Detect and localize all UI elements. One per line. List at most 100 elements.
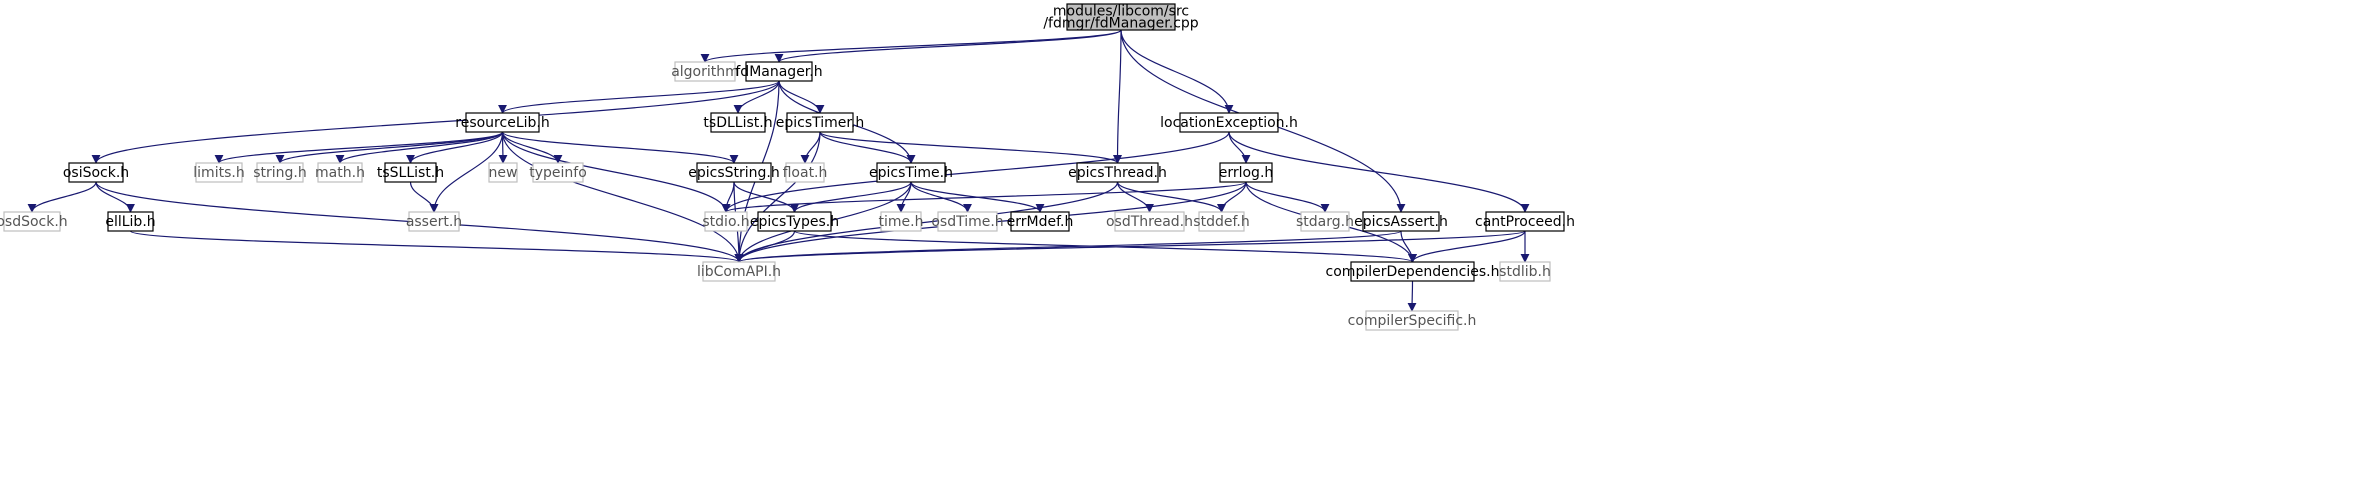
node-compilerSpecific-label: compilerSpecific.h [1348, 313, 1477, 329]
edge-epicsTimer-to-epicsThread [819, 131, 1122, 164]
node-errlog-label: errlog.h [1219, 165, 1274, 181]
node-stdio-label: stdio.h [702, 214, 749, 230]
node-compilerDependencies-box [1350, 261, 1475, 282]
node-compilerSpecific-box [1365, 310, 1459, 331]
edge-fdManager-to-epicsTimer [778, 80, 825, 114]
edge-epicsTimer-to-epicsTime [819, 131, 916, 164]
node-epicsString-label: epicsString.h [688, 165, 780, 181]
node-tsDLList[interactable]: tsDLList.h [703, 112, 773, 133]
edge-osiSock-to-osdSock [27, 181, 97, 213]
edge-compilerDependencies-to-compilerSpecific [1407, 280, 1417, 312]
node-compilerDependencies[interactable]: compilerDependencies.h [1326, 261, 1500, 282]
edge-root-to-algorithm [700, 29, 1122, 63]
edge-resourceLib-to-math [335, 131, 504, 164]
node-tsSLList-box [384, 162, 437, 183]
node-stddef-label: stddef.h [1193, 214, 1249, 230]
node-stdarg: stdarg.h [1296, 211, 1354, 232]
node-stddef: stddef.h [1193, 211, 1250, 232]
node-epicsThread[interactable]: epicsThread.h [1068, 162, 1167, 183]
node-locationException-label: locationException.h [1160, 115, 1298, 131]
node-root[interactable]: modules/libcom/src/fdmgr/fdManager.cpp [1043, 3, 1199, 32]
node-epicsString[interactable]: epicsString.h [688, 162, 780, 183]
node-epicsTimer-box [786, 112, 854, 133]
node-errlog-box [1219, 162, 1273, 183]
edge-fdManager-to-tsDLList [733, 80, 780, 114]
node-libComAPI: libComAPI.h [697, 261, 781, 282]
node-osdThread: osdThread.h [1106, 211, 1193, 232]
node-osdTime-box [937, 211, 998, 232]
node-string-box [256, 162, 304, 183]
node-osdThread-label: osdThread.h [1106, 214, 1193, 230]
edge-osiSock-to-ellLib [95, 181, 135, 213]
edge-ellLib-to-libComAPI [129, 230, 744, 263]
edge-resourceLib-to-assert [429, 131, 504, 213]
node-algorithm-box [674, 61, 736, 82]
edge-epicsString-to-epicsTypes [733, 181, 799, 213]
node-ellLib[interactable]: ellLib.h [105, 211, 156, 232]
node-epicsAssert[interactable]: epicsAssert.h [1354, 211, 1448, 232]
edge-epicsTime-to-osdTime [910, 181, 972, 213]
node-fdManager-label: fdManager.h [735, 64, 822, 80]
node-epicsAssert-label: epicsAssert.h [1354, 214, 1448, 230]
node-epicsTime[interactable]: epicsTime.h [869, 162, 953, 183]
node-osdTime-label: osdTime.h [931, 214, 1003, 230]
node-locationException-box [1179, 112, 1279, 133]
node-cantProceed-box [1485, 211, 1565, 232]
node-math: math.h [315, 162, 365, 183]
node-tsSLList-label: tsSLList.h [377, 165, 444, 181]
edge-resourceLib-to-limits [214, 131, 504, 164]
node-errlog[interactable]: errlog.h [1219, 162, 1274, 183]
edge-epicsAssert-to-libComAPI [734, 230, 1402, 263]
node-fdManager[interactable]: fdManager.h [735, 61, 823, 82]
node-locationException[interactable]: locationException.h [1160, 112, 1298, 133]
node-errMdef-box [1010, 211, 1070, 232]
node-resourceLib-label: resourceLib.h [455, 115, 549, 131]
edge-root-to-locationException [1120, 29, 1234, 114]
node-epicsThread-box [1076, 162, 1159, 183]
node-epicsTypes[interactable]: epicsTypes.h [750, 211, 839, 232]
edge-locationException-to-stdio [721, 131, 1230, 213]
node-time: time.h [879, 211, 923, 232]
dependency-edges [27, 29, 1530, 312]
node-tsSLList[interactable]: tsSLList.h [377, 162, 444, 183]
node-epicsTimer[interactable]: epicsTimer.h [776, 112, 864, 133]
node-typeinfo-box [532, 162, 584, 183]
node-resourceLib-box [465, 112, 540, 133]
edge-fdManager-to-resourceLib [498, 80, 780, 114]
node-assert-label: assert.h [406, 214, 462, 230]
edge-epicsTime-to-epicsTypes [790, 181, 912, 213]
node-tsDLList-box [710, 112, 766, 133]
node-osdTime: osdTime.h [931, 211, 1004, 232]
node-new: new [488, 162, 518, 183]
node-epicsString-box [696, 162, 772, 183]
edge-errlog-to-stdarg [1245, 181, 1330, 213]
edge-root-to-epicsThread [1113, 29, 1123, 164]
node-osdSock-label: osdSock.h [0, 214, 68, 230]
node-assert: assert.h [406, 211, 462, 232]
node-epicsTypes-label: epicsTypes.h [750, 214, 839, 230]
node-osiSock-label: osiSock.h [63, 165, 129, 181]
node-stdlib-box [1499, 261, 1551, 282]
node-stdio: stdio.h [702, 211, 750, 232]
node-stdio-box [704, 211, 748, 232]
node-errMdef[interactable]: errMdef.h [1007, 211, 1074, 232]
edge-fdManager-to-osiSock [91, 80, 780, 164]
edge-resourceLib-to-epicsString [501, 131, 739, 164]
node-fdManager-box [745, 61, 813, 82]
node-new-label: new [489, 165, 518, 181]
node-osiSock-box [68, 162, 124, 183]
node-osdThread-box [1114, 211, 1185, 232]
node-osiSock[interactable]: osiSock.h [63, 162, 129, 183]
node-resourceLib[interactable]: resourceLib.h [455, 112, 550, 133]
node-algorithm-label: algorithm [671, 64, 739, 80]
node-assert-box [408, 211, 460, 232]
node-libComAPI-label: libComAPI.h [697, 264, 781, 280]
edge-resourceLib-to-string [275, 131, 504, 164]
node-ellLib-box [107, 211, 154, 232]
node-osdSock: osdSock.h [0, 211, 68, 232]
node-typeinfo-label: typeinfo [529, 165, 587, 181]
edge-epicsTypes-to-compilerDependencies [793, 230, 1417, 263]
node-limits: limits.h [193, 162, 245, 183]
node-cantProceed[interactable]: cantProceed.h [1475, 211, 1575, 232]
